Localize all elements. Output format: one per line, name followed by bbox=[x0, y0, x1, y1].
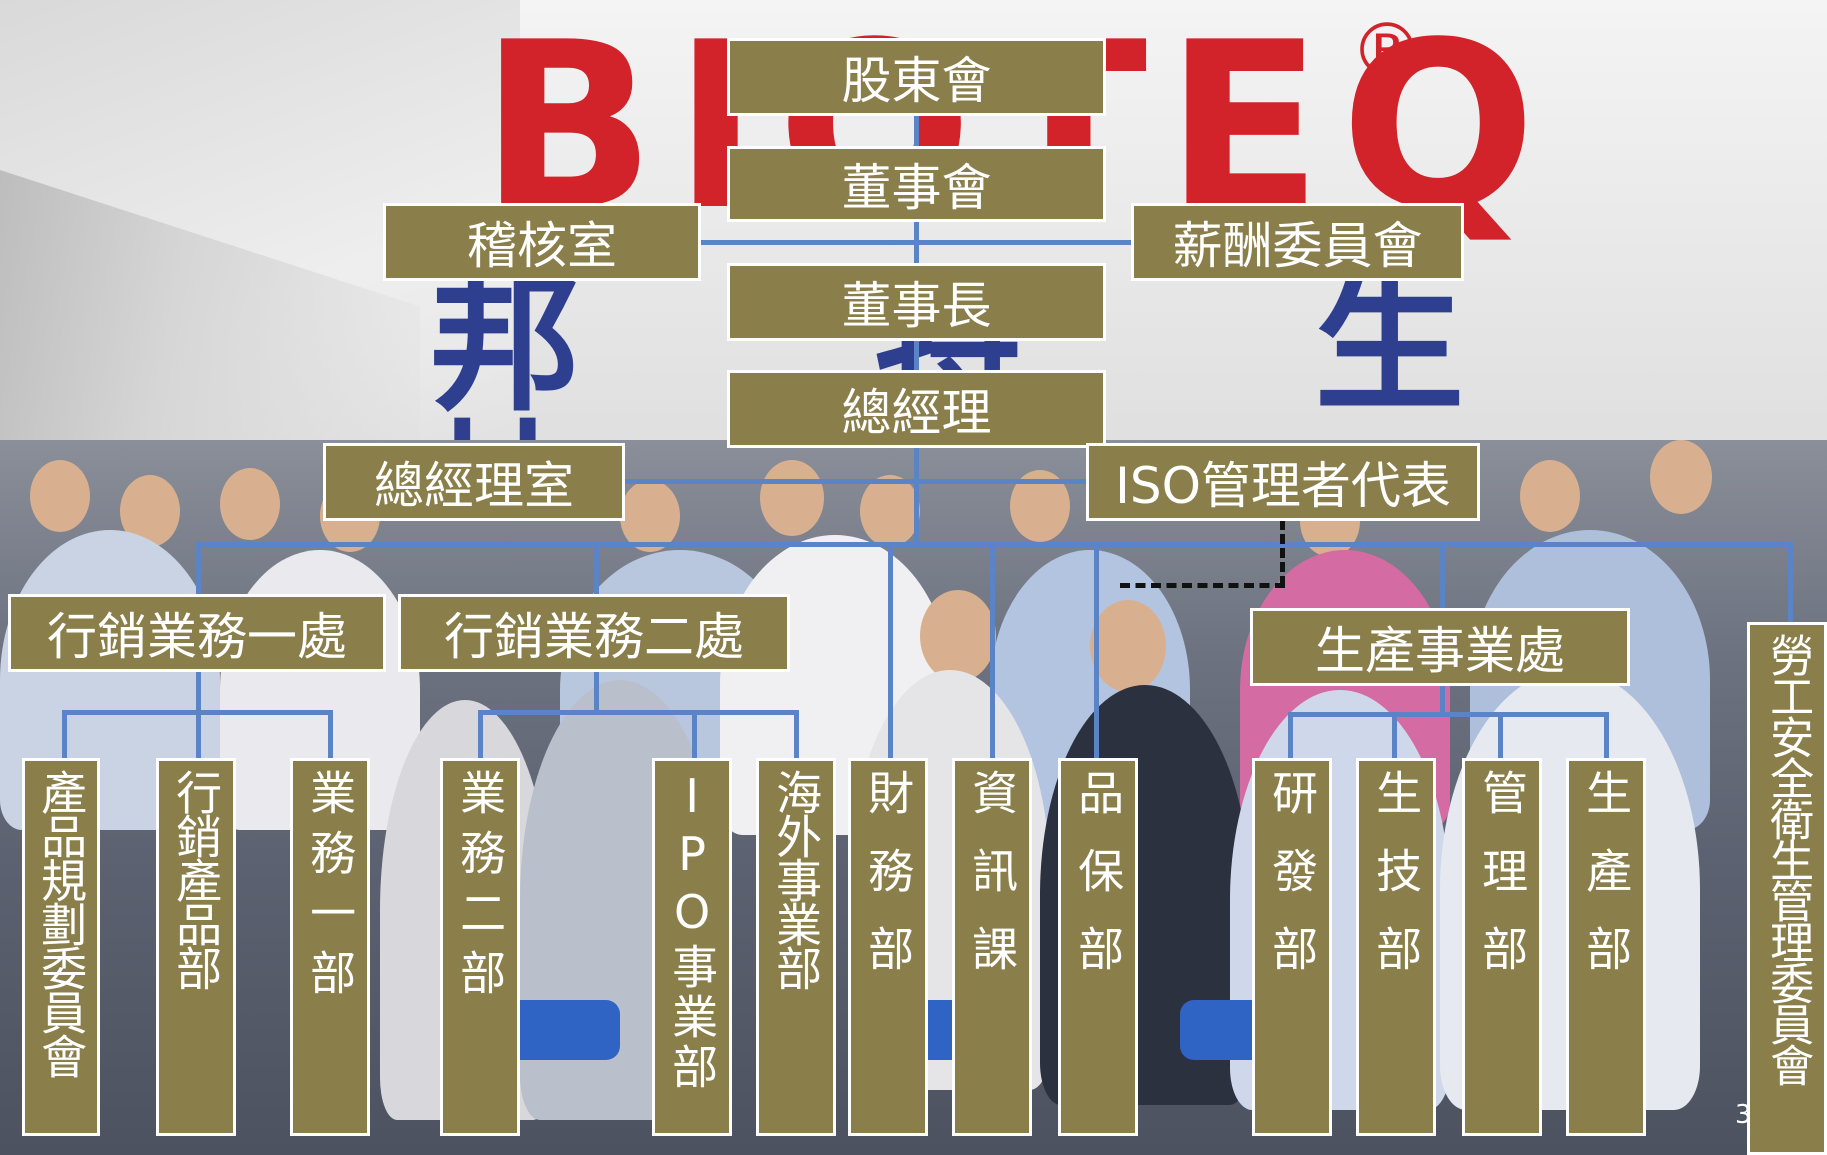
registered-mark: ® bbox=[1350, 8, 1424, 94]
remuneration-committee-box: 薪酬委員會 bbox=[1131, 203, 1464, 281]
iso-representative-box: ISO管理者代表 bbox=[1086, 443, 1480, 521]
production-division-box: 生產事業處 bbox=[1250, 608, 1630, 686]
marketing-division-1-box: 行銷業務一處 bbox=[8, 594, 386, 672]
general-manager-box: 總經理 bbox=[727, 370, 1106, 448]
gm-office-box: 總經理室 bbox=[323, 443, 625, 521]
chairman-box: 董事長 bbox=[727, 263, 1106, 341]
safety-committee-box: 勞工安全衛生管理委員會 bbox=[1747, 622, 1827, 1155]
finance-dept-box: 財務部 bbox=[848, 758, 928, 1136]
product-planning-committee-box: 產品規劃委員會 bbox=[22, 758, 100, 1136]
audit-office-box: 稽核室 bbox=[383, 203, 701, 281]
board-box: 董事會 bbox=[727, 146, 1106, 222]
iso-dashed-link bbox=[1120, 583, 1285, 588]
production-dept-box: 生產部 bbox=[1566, 758, 1646, 1136]
management-dept-box: 管理部 bbox=[1462, 758, 1542, 1136]
ipo-division-box: IPO事業部 bbox=[652, 758, 732, 1136]
marketing-products-dept-box: 行銷產品部 bbox=[156, 758, 236, 1136]
sales-dept-2-box: 業務二部 bbox=[440, 758, 520, 1136]
shareholders-box: 股東會 bbox=[727, 38, 1106, 116]
tech-dept-box: 生技部 bbox=[1356, 758, 1436, 1136]
sales-dept-1-box: 業務一部 bbox=[290, 758, 370, 1136]
it-section-box: 資訊課 bbox=[952, 758, 1032, 1136]
qa-dept-box: 品保部 bbox=[1058, 758, 1138, 1136]
marketing-division-2-box: 行銷業務二處 bbox=[398, 594, 790, 672]
rd-dept-box: 研發部 bbox=[1252, 758, 1332, 1136]
overseas-division-box: 海外事業部 bbox=[756, 758, 836, 1136]
